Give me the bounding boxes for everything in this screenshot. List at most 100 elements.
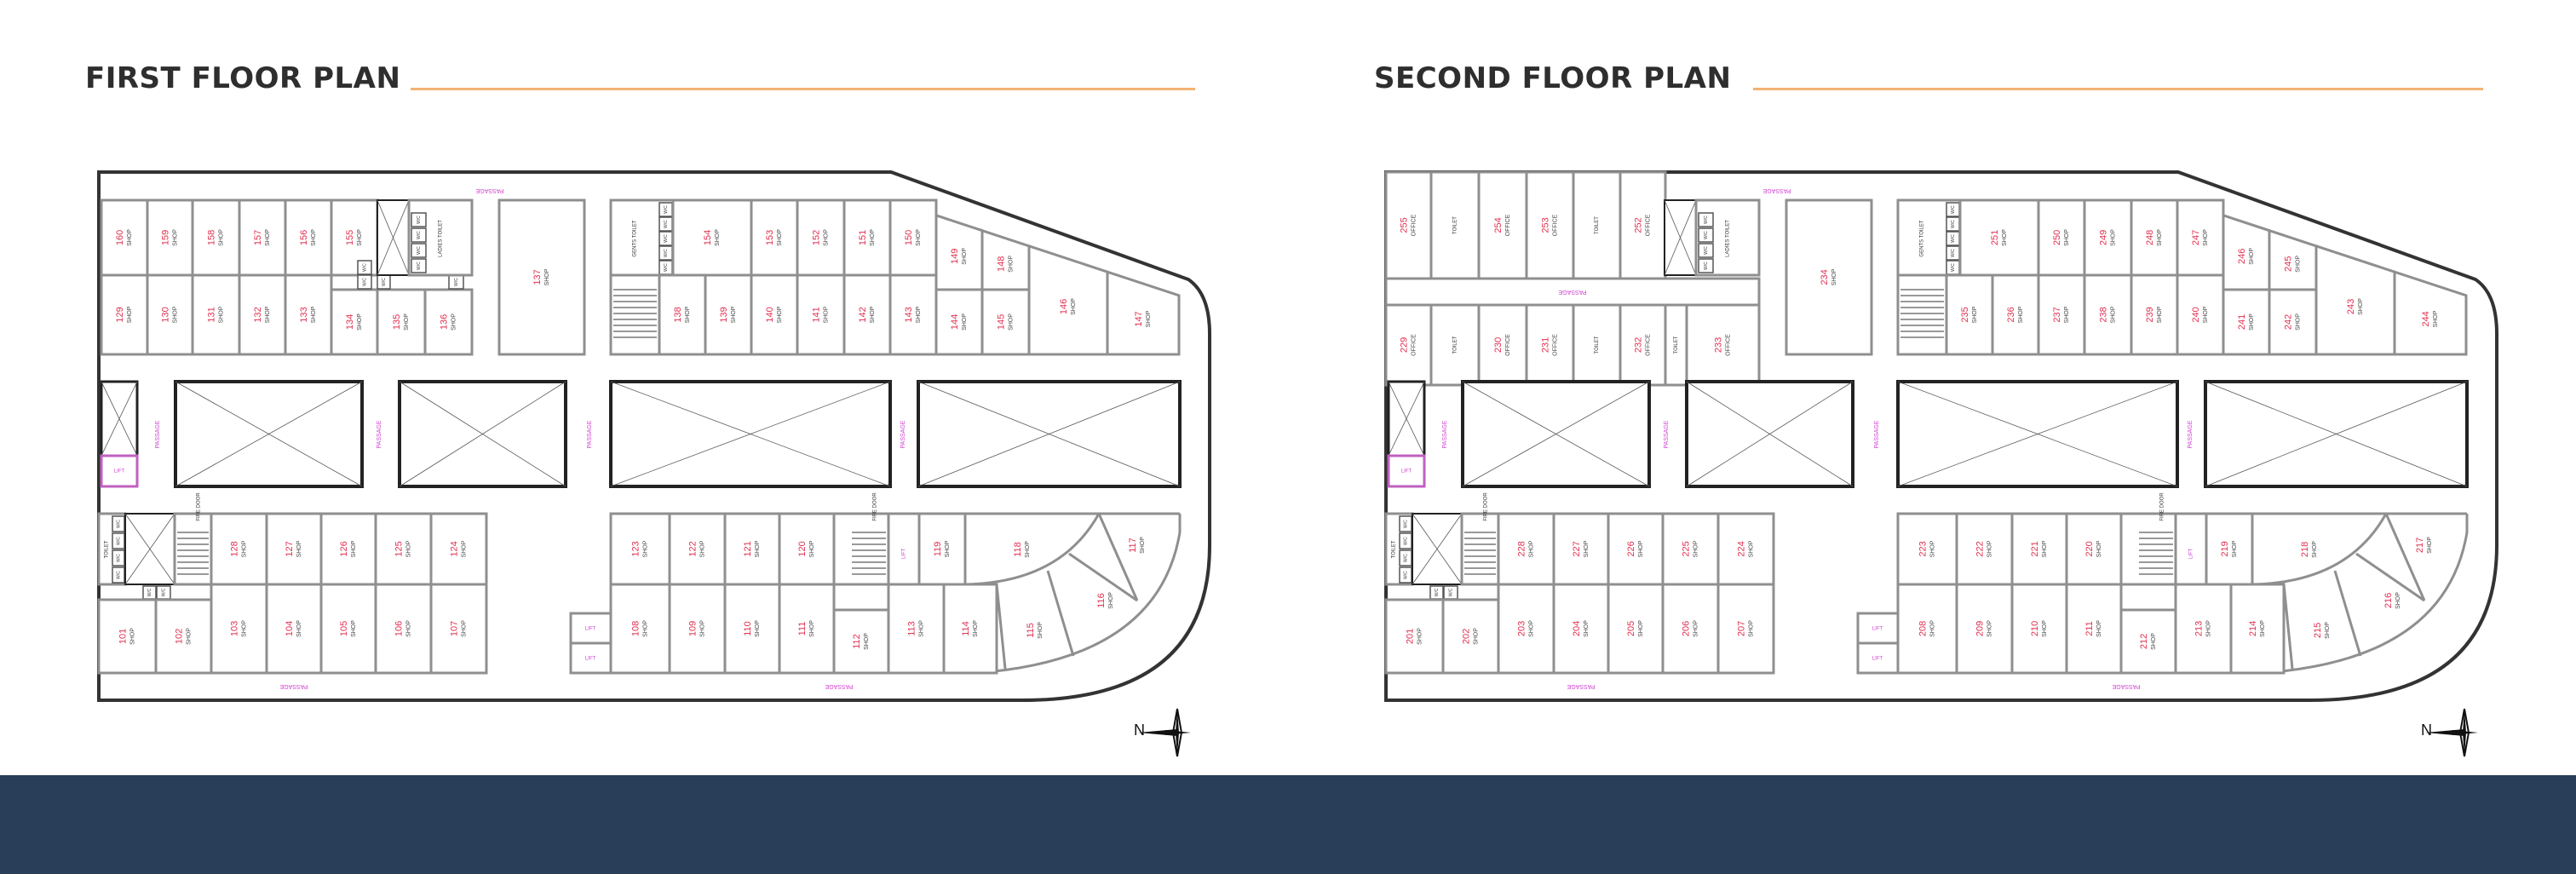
room-type: SHOP [1584, 540, 1590, 557]
room-outline [265, 583, 323, 675]
room-number: 121 [743, 541, 753, 556]
passage-label: PASSAGE [1874, 420, 1880, 448]
wc-label: W/C [147, 588, 152, 596]
room-number: 208 [1918, 621, 1928, 636]
wc-label: W/C [1951, 205, 1956, 214]
room-number: 239 [2145, 307, 2155, 322]
room-type: SHOP [405, 540, 411, 557]
room-type: SHOP [973, 620, 979, 637]
wall [2355, 552, 2425, 602]
room-outline [1785, 198, 1873, 356]
void-diagonal [101, 381, 138, 457]
room-type: SHOP [1038, 622, 1044, 639]
room-number: 132 [253, 307, 263, 322]
room-number: 234 [1820, 269, 1830, 285]
wc-label: W/C [417, 246, 422, 255]
room-outline [796, 198, 846, 277]
room-number: 120 [797, 541, 808, 556]
room-number: 206 [1681, 621, 1691, 636]
room-type: SHOP [642, 620, 648, 637]
room-number: 246 [2237, 249, 2247, 264]
fire-door-label: FIRE DOOR [2160, 492, 2165, 521]
room-type: SHOP [172, 229, 178, 246]
room-type: SHOP [1693, 540, 1699, 557]
room-type: SHOP [1638, 620, 1644, 637]
room-type: OFFICE [1505, 334, 1511, 356]
room-outline [210, 583, 268, 675]
room-number: 130 [160, 307, 170, 322]
room-number: 124 [449, 541, 459, 556]
void-diagonal [175, 381, 363, 487]
wc-cubicle [357, 274, 372, 290]
wc-label: W/C [1403, 537, 1408, 545]
wc-cubicle [411, 258, 427, 273]
room-outline [888, 273, 938, 356]
toilet-outline [1664, 303, 1688, 387]
room-number: 153 [765, 230, 775, 245]
room-type: SHOP [1528, 620, 1534, 637]
room-type: OFFICE [1505, 214, 1511, 236]
room-number: 205 [1626, 621, 1636, 636]
toilet-outline [1572, 170, 1622, 280]
room-number: 118 [1013, 542, 1023, 557]
wc-label: W/C [1704, 246, 1709, 255]
wc-label: W/C [1951, 234, 1956, 243]
room-type: SHOP [2096, 620, 2102, 637]
room-outline [330, 288, 379, 356]
toilet-label: TOILET [1674, 336, 1679, 354]
room-outline [2393, 270, 2468, 356]
room-type: SHOP [699, 540, 705, 557]
room-type: SHOP [2096, 540, 2102, 557]
room-outline [1477, 303, 1528, 387]
room-number: 125 [394, 541, 404, 556]
room-type: SHOP [127, 229, 133, 246]
wc-label: W/C [1435, 588, 1440, 596]
wc-cubicle [1698, 258, 1714, 273]
room-number: 148 [996, 256, 1006, 272]
toilet-label: TOILET [1453, 336, 1458, 354]
room-type: SHOP [1929, 620, 1935, 637]
north-label: N [2421, 722, 2432, 739]
room-outline [1716, 512, 1775, 586]
room-type: OFFICE [1645, 334, 1651, 356]
curved-wall [2251, 513, 2388, 586]
room-number: 209 [1975, 621, 1985, 636]
room-number: 233 [1713, 337, 1723, 353]
room-type: SHOP [172, 306, 178, 323]
room-type: SHOP [2295, 256, 2301, 273]
room-type: SHOP [241, 620, 247, 637]
void-diagonal [1412, 513, 1463, 585]
room-number: 135 [392, 314, 402, 330]
room-number: 243 [2346, 299, 2356, 314]
room-number: 237 [2052, 307, 2062, 322]
room-number: 203 [1516, 621, 1527, 636]
room-outline [1955, 583, 2014, 675]
void-diagonal [1664, 199, 1697, 276]
room-type: SHOP [2042, 540, 2048, 557]
room-type: SHOP [404, 313, 410, 331]
room-outline [2010, 512, 2068, 586]
void-diagonal [610, 381, 891, 487]
room-number: 213 [2194, 621, 2204, 636]
lift-label: LIFT [1872, 657, 1883, 662]
curved-wall [2262, 514, 2469, 675]
lift-label: LIFT [585, 627, 596, 632]
room-type: SHOP [2249, 248, 2255, 265]
room-type: SHOP [699, 620, 705, 637]
room-outline [2065, 583, 2123, 675]
room-type: SHOP [823, 229, 829, 246]
toilet-outline [1429, 303, 1481, 387]
room-outline [942, 583, 998, 675]
room-outline [609, 512, 671, 586]
room-number: 106 [394, 621, 404, 636]
room-type: SHOP [2358, 298, 2364, 315]
room-number: 247 [2191, 230, 2201, 245]
room-number: 225 [1681, 541, 1691, 556]
void-diagonal [2205, 381, 2468, 487]
room-number: 211 [2084, 621, 2095, 636]
room-type: SHOP [2205, 620, 2211, 637]
wc-cubicle [1698, 212, 1714, 227]
room-outline [238, 273, 287, 356]
wall [1068, 552, 1138, 602]
footer-band [0, 775, 2576, 874]
